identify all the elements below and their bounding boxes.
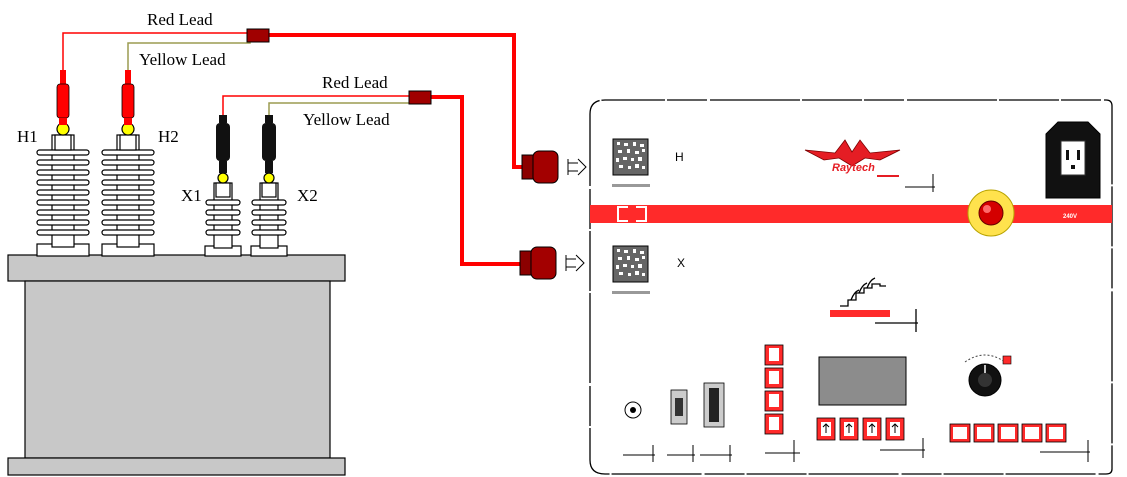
x-plug-connector	[519, 246, 557, 280]
power-inlet[interactable]	[1045, 121, 1101, 199]
x1-terminal-label: X1	[181, 186, 202, 205]
h1-terminal-label: H1	[17, 127, 38, 146]
printer-port[interactable]	[700, 382, 732, 462]
x-port-label: X	[677, 256, 686, 270]
x2-bushing	[250, 172, 288, 257]
emergency-stop-button[interactable]	[967, 189, 1015, 237]
x-insert-arrow	[565, 254, 585, 272]
ethernet-port[interactable]	[623, 401, 655, 462]
h-port-label: H	[675, 150, 684, 164]
transformer-tank	[7, 254, 346, 476]
x2-black-clip	[262, 115, 276, 173]
lv-yellow-lead-label: Yellow Lead	[303, 110, 390, 129]
h1-bushing	[36, 122, 90, 257]
power-inlet-label: 240V	[1063, 214, 1077, 220]
h-plug-connector	[521, 150, 559, 184]
h2-red-clip	[121, 70, 135, 125]
x1-bushing	[204, 172, 242, 257]
hv-red-lead	[62, 32, 523, 169]
status-indicator-column	[764, 344, 800, 462]
hv-red-lead-label: Red Lead	[147, 10, 213, 29]
h2-terminal-label: H2	[158, 127, 179, 146]
x1-black-clip	[216, 115, 230, 173]
lv-red-lead-label: Red Lead	[322, 73, 388, 92]
function-buttons[interactable]	[949, 423, 1090, 462]
h1-red-clip	[56, 70, 70, 125]
h2-bushing	[101, 122, 155, 257]
x2-terminal-label: X2	[297, 186, 318, 205]
h-insert-arrow	[567, 158, 587, 176]
lv-red-lead	[222, 95, 521, 266]
rotary-knob[interactable]	[964, 354, 1012, 397]
voltage-ramp-icon	[830, 277, 918, 332]
h-port[interactable]	[612, 138, 650, 187]
rs232-port[interactable]	[667, 389, 695, 462]
hv-yellow-lead-label: Yellow Lead	[139, 50, 226, 69]
display-screen	[818, 356, 907, 406]
lv-lead-breakout	[408, 90, 432, 105]
lamp-indicator	[905, 174, 935, 192]
hv-lead-breakout	[246, 28, 270, 43]
x-port[interactable]	[612, 245, 650, 294]
lv-yellow-lead	[268, 102, 412, 120]
raytech-logo	[804, 139, 901, 177]
mode-buttons[interactable]	[816, 417, 905, 441]
raytech-brand-text: Raytech	[832, 162, 875, 174]
